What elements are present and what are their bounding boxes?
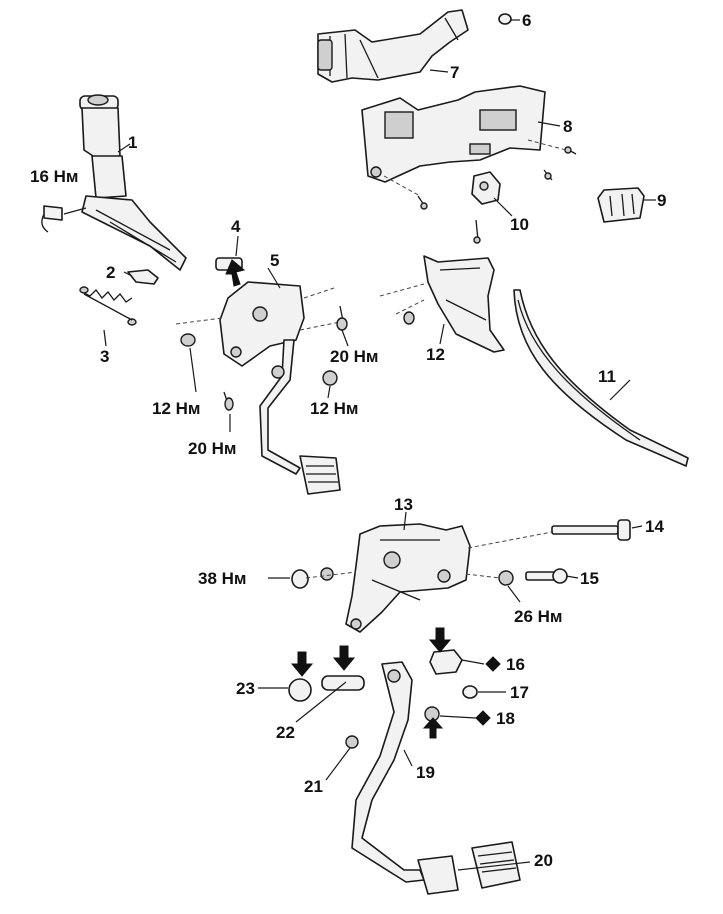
torque-12nm-left: 12 Нм	[152, 399, 201, 418]
part-7-duct	[317, 9, 469, 83]
torque-26nm: 26 Нм	[514, 607, 563, 626]
torque-labels: 16 Нм 20 Нм 12 Нм 12 Нм 20 Нм 38 Нм 26 Н…	[30, 167, 563, 626]
callout-9: 9	[657, 191, 666, 210]
torque-12nm-right: 12 Нм	[310, 399, 359, 418]
callout-17: 17	[510, 683, 529, 702]
callout-3: 3	[100, 347, 109, 366]
part-5-pedal-bracket	[175, 281, 341, 367]
torque-16nm: 16 Нм	[30, 167, 79, 186]
part-6-bolt	[498, 13, 512, 25]
callout-labels: 6 7 8 9 10 11 12 1 2 3 4 5 13 14 15 16 1…	[100, 11, 666, 870]
callout-12-trim: 12	[426, 345, 445, 364]
callout-2: 2	[106, 263, 115, 282]
nuts-38nm	[291, 567, 357, 589]
callout-18: 18	[496, 709, 515, 728]
part-17-washer	[462, 685, 478, 699]
callout-8: 8	[563, 117, 572, 136]
part-1-steering-column	[79, 94, 187, 271]
part-16-bushing	[428, 627, 501, 675]
brake-pedal-upper	[259, 339, 341, 495]
part-10-bracket	[471, 171, 501, 244]
part-9-connector	[597, 187, 645, 223]
panel-screws	[383, 139, 577, 210]
callout-23: 23	[236, 679, 255, 698]
part-2-pin	[127, 269, 159, 285]
part-11-weatherstrip	[513, 289, 689, 467]
nuts-12nm-20nm	[180, 305, 348, 411]
callout-1: 1	[128, 133, 137, 152]
leader-lines	[63, 19, 656, 871]
callout-19: 19	[416, 763, 435, 782]
torque-20nm-right: 20 Нм	[330, 347, 379, 366]
part-14-long-bolt	[467, 519, 631, 549]
part-13-clutch-bracket	[345, 523, 471, 633]
part-23-bushing	[288, 651, 314, 702]
torque-38nm: 38 Нм	[198, 569, 247, 588]
part-15-stud	[465, 568, 568, 586]
part-20-pedal-pad	[471, 841, 521, 889]
part-21-nut	[345, 735, 359, 749]
part-3-spring	[79, 286, 137, 326]
callout-5: 5	[270, 251, 279, 270]
part-4-bolt	[215, 257, 246, 287]
callout-10: 10	[510, 215, 529, 234]
callout-16-bushing: 16	[506, 655, 525, 674]
callout-22: 22	[276, 723, 295, 742]
callout-14: 14	[645, 517, 664, 536]
callout-11: 11	[598, 367, 616, 386]
part-22-pin	[321, 645, 365, 691]
callout-6: 6	[522, 11, 531, 30]
callout-4: 4	[231, 217, 241, 236]
part-8-lower-panel	[361, 85, 546, 183]
callout-20: 20	[534, 851, 553, 870]
part-18-clip	[422, 706, 491, 739]
part-12-side-trim	[379, 255, 505, 353]
callout-15: 15	[580, 569, 599, 588]
callout-21: 21	[304, 777, 323, 796]
torque-bolt-16nm	[41, 205, 63, 233]
callout-7: 7	[450, 63, 459, 82]
callout-13: 13	[394, 495, 413, 514]
torque-20nm-bottom: 20 Нм	[188, 439, 237, 458]
part-19-clutch-pedal	[351, 661, 459, 895]
